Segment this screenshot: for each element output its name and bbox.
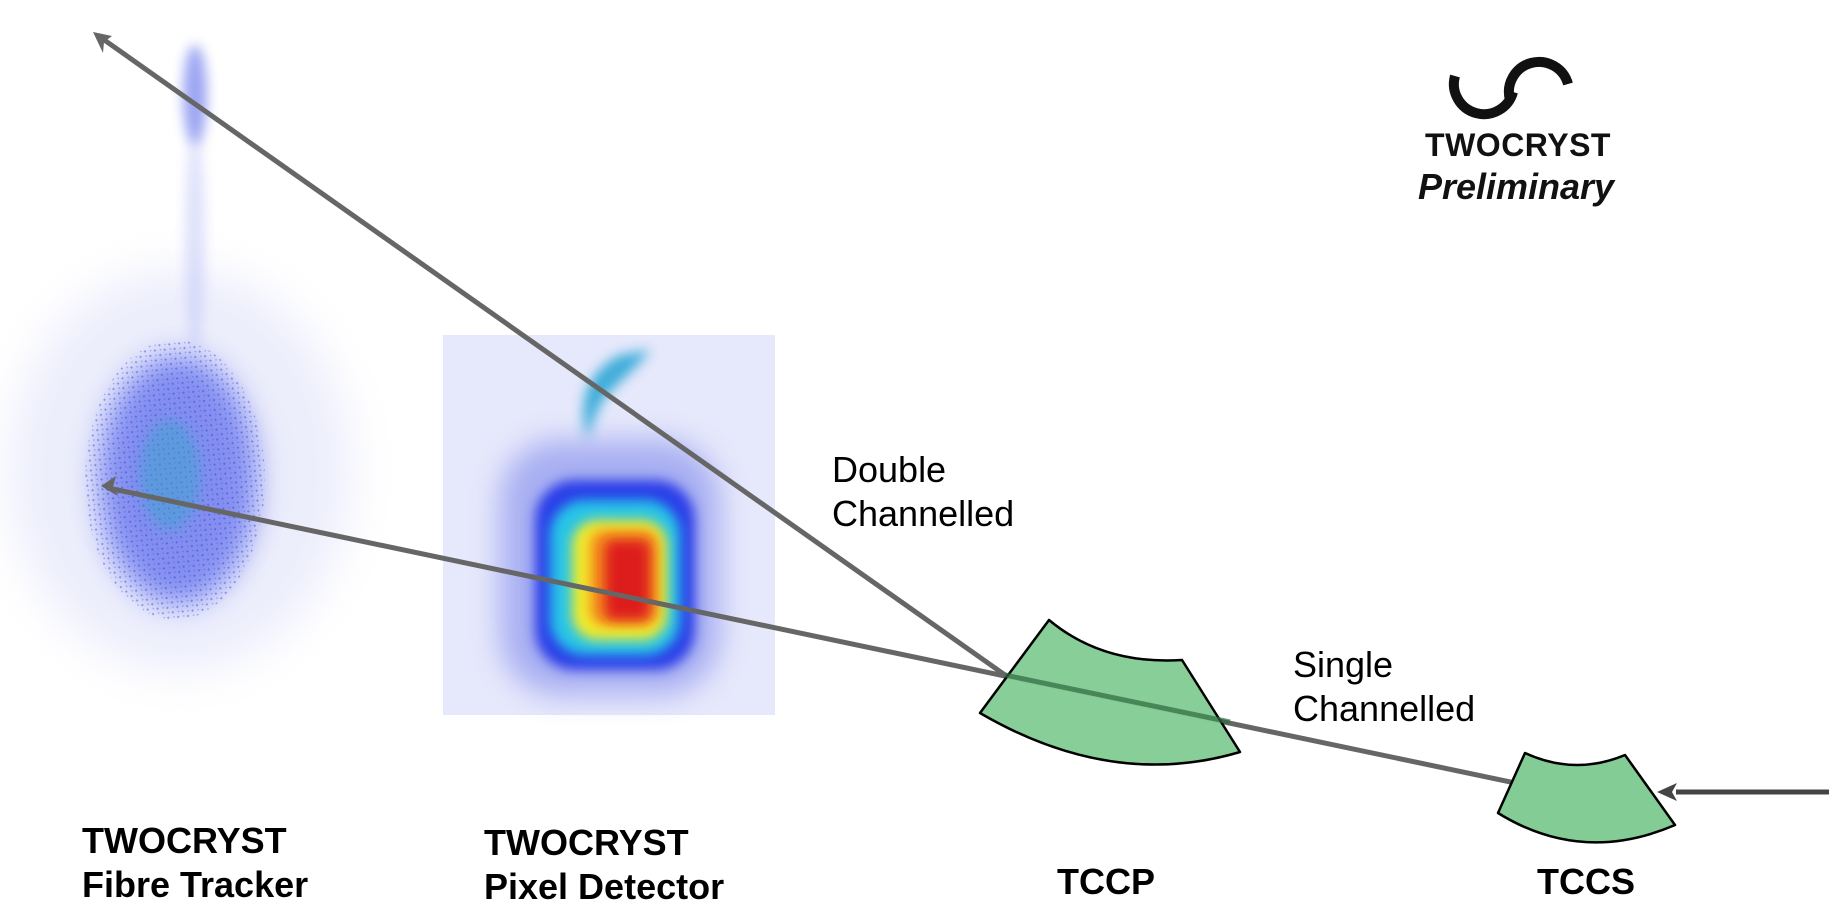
double-channelled-line1: Double	[832, 449, 947, 490]
preliminary-label: Preliminary	[1417, 166, 1615, 207]
double-channelled-arrowhead	[93, 32, 112, 53]
fibre-tracker-label: TWOCRYST Fibre Tracker	[82, 819, 308, 907]
double-channelled-line2: Channelled	[832, 492, 1015, 534]
pixel-detector-channelled-streak	[583, 350, 650, 440]
logo-lower-arc	[1448, 74, 1518, 120]
pixel-detector-label-line1: TWOCRYST	[484, 822, 689, 863]
fibre-tracker-hitmap	[10, 45, 350, 670]
single-channelled-beam-line	[105, 485, 1528, 788]
single-channelled-line1: Single	[1293, 644, 1394, 685]
double-channelled-beam-line	[97, 34, 1008, 678]
tccp-crystal	[978, 618, 1242, 766]
fibre-tracker-hot-spot	[140, 420, 200, 530]
fibre-tracker-faint-tail	[185, 130, 205, 350]
fibre-tracker-label-line1: TWOCRYST	[82, 820, 287, 861]
tccs-label: TCCS	[1537, 861, 1635, 902]
tccp-beam-overlay	[1004, 672, 1231, 725]
tccs-crystal	[1496, 751, 1677, 844]
pixel-detector-heatmap	[443, 335, 775, 715]
incoming-beam-arrowhead	[1657, 783, 1677, 801]
pixel-detector-label: TWOCRYST Pixel Detector	[484, 821, 724, 909]
tccp-label: TCCP	[1057, 861, 1155, 902]
twocryst-logo-symbol	[1448, 56, 1573, 120]
fibre-tracker-label-line2: Fibre Tracker	[82, 863, 309, 905]
single-channelled-label: Single Channelled	[1293, 643, 1475, 731]
pixel-detector-red-core	[605, 540, 650, 620]
logo-name: TWOCRYST	[1425, 127, 1611, 163]
single-channelled-arrowhead	[101, 476, 118, 496]
single-channelled-line2: Channelled	[1293, 687, 1476, 729]
fibre-tracker-upper-streak	[183, 45, 207, 145]
double-channelled-label: Double Channelled	[832, 448, 1014, 536]
pixel-detector-label-line2: Pixel Detector	[484, 865, 725, 907]
logo-upper-arc	[1503, 56, 1573, 102]
